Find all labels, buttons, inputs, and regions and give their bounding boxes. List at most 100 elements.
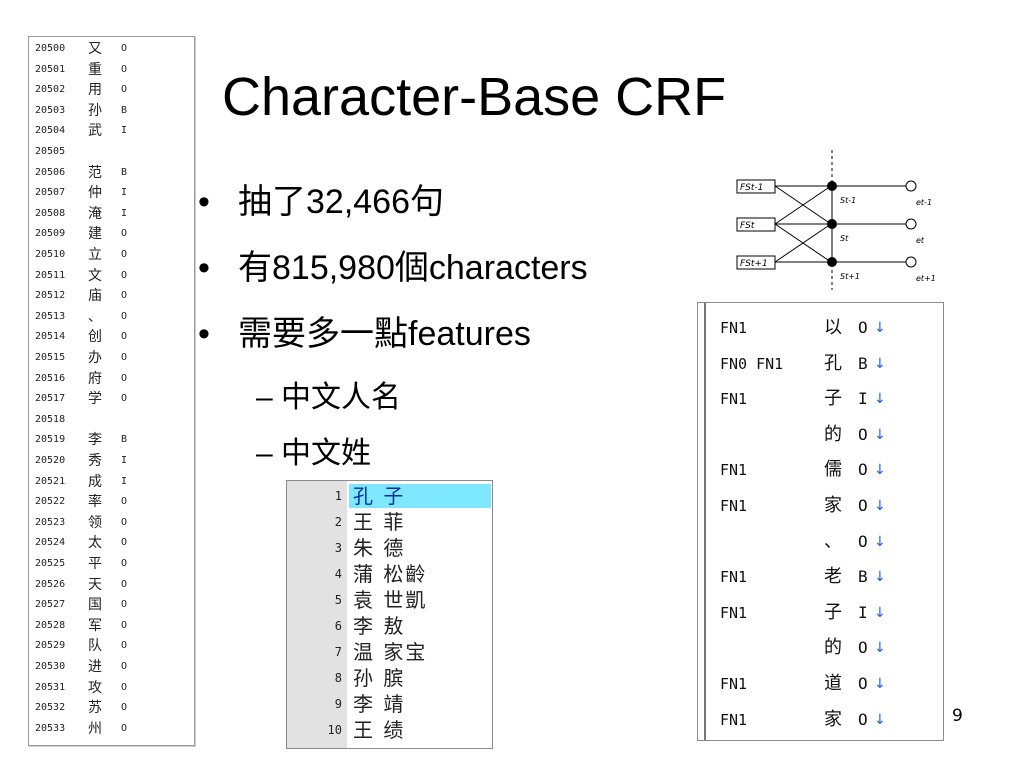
line-number: 20529 bbox=[35, 640, 66, 652]
token-row[interactable]: 20513、O bbox=[29, 309, 194, 325]
bio-tag: O bbox=[121, 43, 128, 54]
crf-diagram: FSt-1 St-1 et-1 FSt St et FSt+1 St+1 et+… bbox=[736, 150, 936, 290]
bio-tag: O bbox=[858, 674, 868, 693]
state-label: St+1 bbox=[840, 272, 860, 281]
token-char: 领 bbox=[88, 514, 102, 531]
line-number: 20517 bbox=[35, 393, 66, 405]
line-number: 20532 bbox=[35, 702, 66, 714]
token-row[interactable]: 20505 bbox=[29, 144, 194, 160]
person-name: 孔 子 bbox=[353, 484, 406, 508]
token-char: 学 bbox=[88, 391, 102, 408]
line-number: 1 bbox=[334, 489, 342, 503]
token-row[interactable]: 20514 创 O bbox=[29, 329, 194, 345]
sub-bullet-chinese-surnames: – 中文姓 bbox=[256, 437, 372, 470]
token-char: 的 bbox=[824, 423, 842, 445]
line-number: 20512 bbox=[35, 290, 66, 302]
token-char: 庙 bbox=[88, 288, 102, 305]
line-number: 20509 bbox=[35, 228, 66, 240]
line-break-arrow-icon: ↓ bbox=[874, 676, 886, 692]
token-char: 创 bbox=[88, 329, 102, 346]
feature-names: FN1 bbox=[720, 710, 748, 729]
token-char: 武 bbox=[88, 123, 102, 140]
bullet-text: 有815,980個characters bbox=[238, 249, 588, 287]
bio-tag: O bbox=[121, 228, 128, 240]
line-number: 20507 bbox=[35, 187, 66, 199]
person-name: 袁 世凱 bbox=[353, 588, 428, 612]
bio-tag: O bbox=[121, 702, 128, 714]
person-name: 温 家宝 bbox=[353, 640, 428, 664]
line-number: 20514 bbox=[35, 331, 66, 343]
feature-row[interactable]: 、O↓ bbox=[698, 525, 943, 559]
bio-tag: O bbox=[121, 84, 128, 96]
line-number: 20500 bbox=[35, 43, 66, 54]
name-row[interactable]: 1 孔 子 bbox=[287, 483, 492, 509]
line-number: 3 bbox=[334, 541, 342, 555]
feature-names: FN1 bbox=[720, 461, 748, 480]
bio-tag: O bbox=[121, 331, 128, 343]
bio-tag: B bbox=[121, 166, 128, 178]
token-char: 办 bbox=[88, 350, 102, 366]
bio-tag: O bbox=[121, 269, 128, 281]
line-number: 10 bbox=[327, 723, 342, 737]
bio-tag: O bbox=[121, 352, 128, 363]
bio-tag: O bbox=[121, 599, 128, 611]
line-break-arrow-icon: ↓ bbox=[874, 640, 886, 657]
slide-title: Character-Base CRF bbox=[222, 67, 727, 127]
token-row[interactable]: 20518 bbox=[29, 412, 194, 428]
bio-tag: I bbox=[858, 389, 868, 409]
